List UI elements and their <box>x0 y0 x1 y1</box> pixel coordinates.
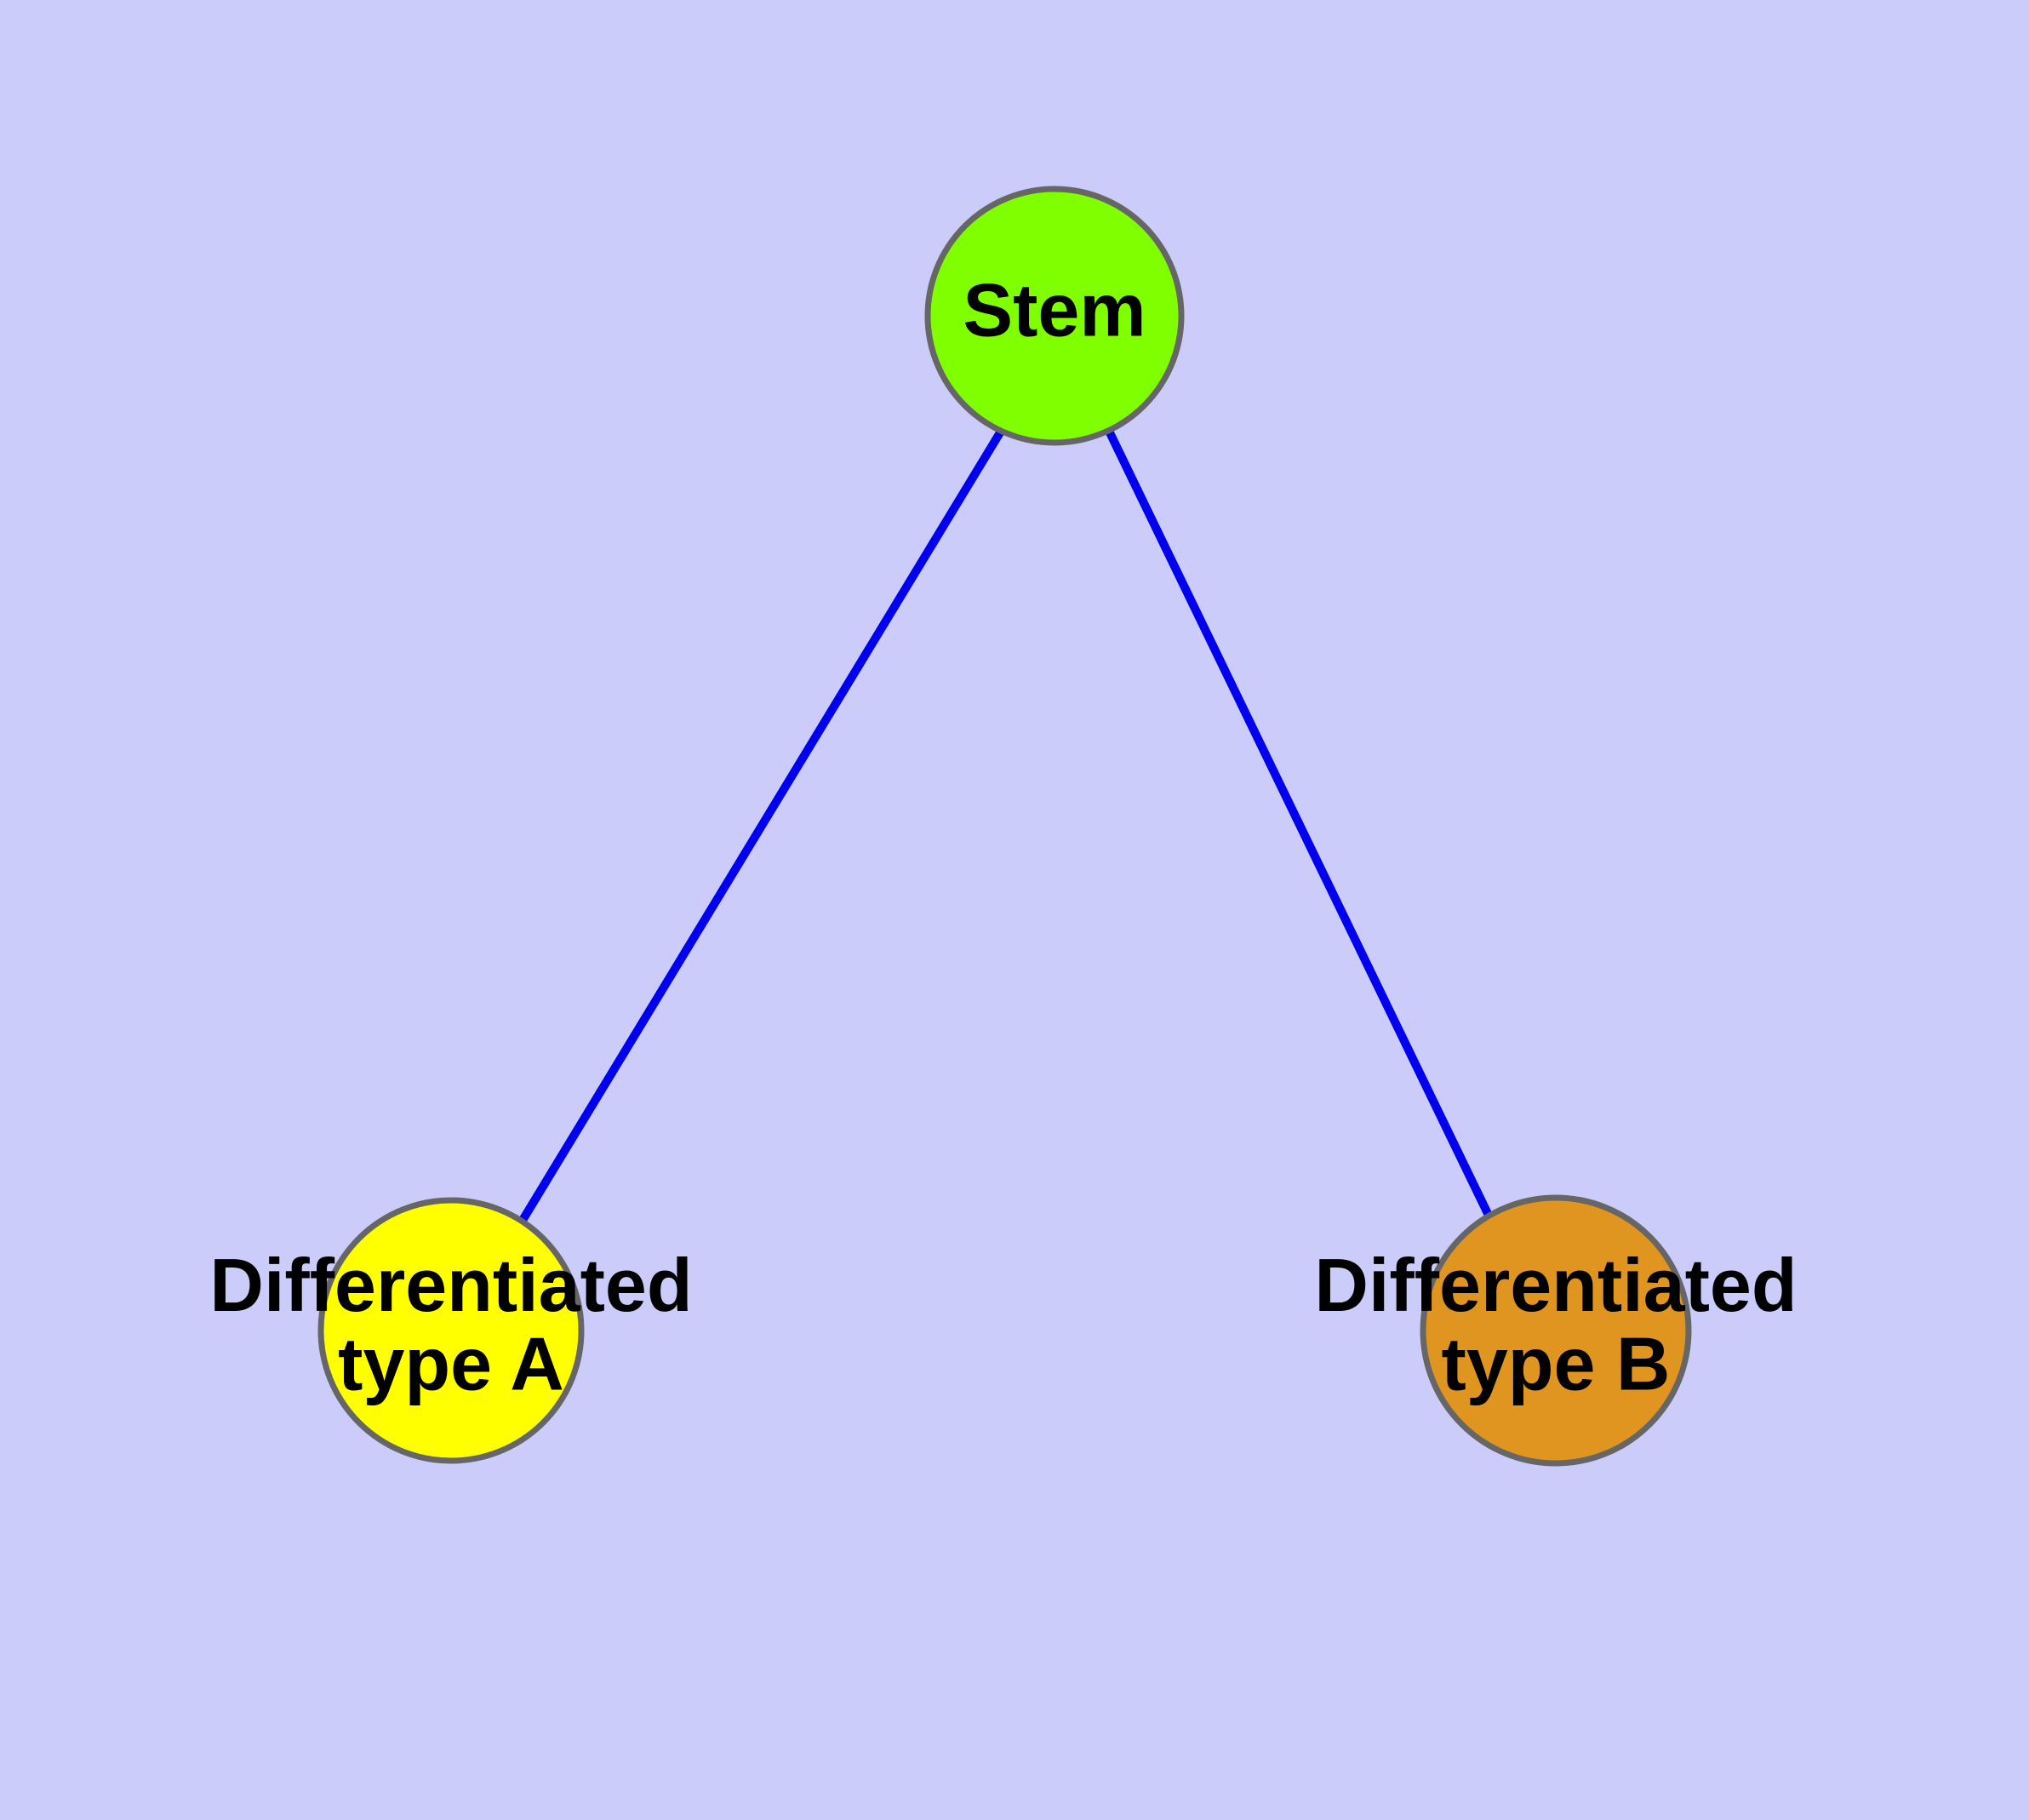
edge-stem-to-b[interactable] <box>1102 423 1498 1228</box>
node-label-diff-a-line-1: type A <box>338 1321 564 1405</box>
edge-stem-to-a[interactable] <box>515 423 1009 1228</box>
node-label-stem-line-0: Stem <box>963 267 1146 352</box>
node-label-diff-b-line-0: Differentiated <box>1314 1243 1797 1327</box>
node-label-diff-b-line-1: type B <box>1442 1321 1671 1405</box>
edge-layer <box>515 423 1498 1228</box>
node-circle-diff-b[interactable] <box>1420 1194 1692 1467</box>
node-stem[interactable]: Stem <box>924 186 1185 446</box>
node-label-diff-a-line-0: Differentiated <box>209 1243 692 1327</box>
node-circle-stem[interactable] <box>924 186 1185 446</box>
node-circle-diff-a[interactable] <box>317 1197 585 1464</box>
